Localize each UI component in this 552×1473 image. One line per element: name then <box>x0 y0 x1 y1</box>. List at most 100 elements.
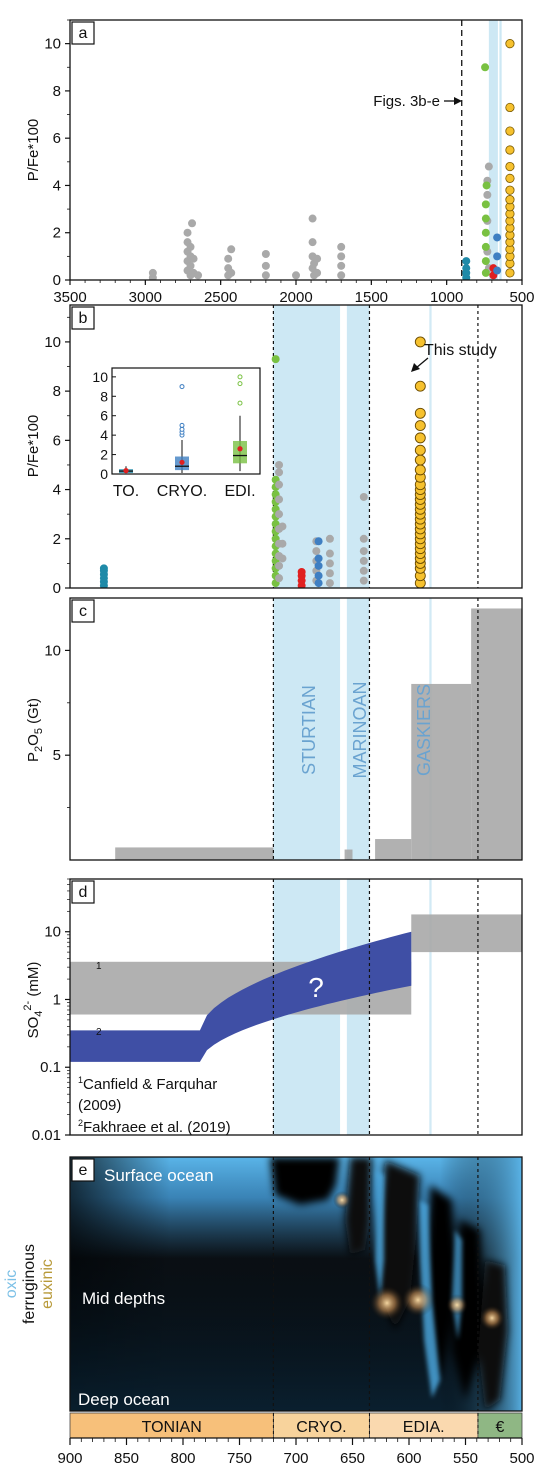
data-point-grey <box>325 534 334 543</box>
inset-category-label: TO. <box>113 483 139 500</box>
data-point-green <box>482 181 491 190</box>
panel-c-letter: c <box>79 603 87 620</box>
bar <box>344 849 353 860</box>
inset-y-tick-label: 4 <box>100 427 108 443</box>
data-point-green <box>481 242 490 251</box>
data-point-grey <box>278 539 287 548</box>
data-point-green <box>481 200 490 209</box>
x-tick-label: 800 <box>170 1450 195 1467</box>
data-point-grey <box>292 271 300 280</box>
data-point-orange <box>414 420 426 432</box>
y-tick-label: 1 <box>53 991 61 1008</box>
panel-d-frame <box>69 878 523 1136</box>
period-label: EDIA. <box>403 1419 445 1436</box>
label-surface-ocean: Surface ocean <box>104 1166 214 1185</box>
y-tick-label: 2 <box>53 225 61 242</box>
panel-a-letter: a <box>79 25 88 42</box>
period-label: CRYO. <box>296 1419 346 1436</box>
data-point-grey <box>325 569 334 578</box>
panel-a-glacial-bands <box>488 20 502 280</box>
x-tick-label: 500 <box>509 289 534 306</box>
data-point-orange <box>414 336 426 348</box>
x-tick-label: 3500 <box>53 289 86 306</box>
data-point-grey <box>278 554 287 563</box>
inset-y-tick-label: 0 <box>100 466 108 482</box>
data-point-grey <box>313 254 322 263</box>
panel-a-ylabel: P/Fe*100 <box>25 119 42 182</box>
legend-oxic: oxic <box>3 1270 20 1298</box>
data-point-grey <box>227 245 236 254</box>
label-gaskiers: GASKIERS <box>414 684 434 776</box>
bar <box>375 839 412 860</box>
panel-d-sulfate-band <box>70 931 412 1062</box>
x-tick-label: 850 <box>114 1450 139 1467</box>
label-marinoan: MARINOAN <box>350 681 370 778</box>
data-point-grey <box>275 480 284 489</box>
data-point-grey <box>186 261 195 270</box>
legend-ref-1-year: (2009) <box>78 1097 121 1114</box>
data-point-teal <box>462 264 471 273</box>
panel-d-letter: d <box>79 884 88 901</box>
data-point-orange <box>505 185 515 195</box>
y-tick-label: 4 <box>53 482 61 499</box>
data-point-grey <box>275 510 284 519</box>
inset-y-tick-label: 6 <box>100 408 108 424</box>
question-mark: ? <box>308 972 324 1003</box>
euxinic-glow <box>479 1305 505 1331</box>
x-tick-label: 3000 <box>129 289 162 306</box>
y-tick-label: 0 <box>53 272 61 289</box>
inset-outlier <box>179 384 185 390</box>
inset-y-tick-label: 10 <box>92 369 108 385</box>
x-tick-label: 750 <box>227 1450 252 1467</box>
inset-mean <box>237 446 243 452</box>
panel-c-letter-box <box>71 599 95 623</box>
data-point-blue <box>493 233 502 242</box>
panel-a-annotation-arrow <box>444 97 462 105</box>
data-point-grey <box>183 228 192 237</box>
x-tick-label: 650 <box>340 1450 365 1467</box>
label-deep-ocean: Deep ocean <box>78 1390 170 1409</box>
panel-d-boundary-lines <box>272 879 479 1135</box>
legend-ref-1: 1Canfield & Farquhar <box>78 1075 217 1093</box>
panel-b-data-points <box>99 336 426 588</box>
data-point-grey <box>359 534 368 543</box>
x-tick-label: 2500 <box>204 289 237 306</box>
panel-a-annotation: Figs. 3b-e <box>373 93 440 110</box>
glacial-band <box>429 879 432 1135</box>
data-point-green <box>481 268 490 277</box>
data-point-grey <box>275 561 284 570</box>
redox-euxinic-glows <box>333 1191 505 1331</box>
data-point-orange <box>414 454 426 466</box>
panel-b-ylabel: P/Fe*100 <box>25 415 42 478</box>
data-point-orange <box>414 464 426 476</box>
period-block <box>69 1412 274 1439</box>
data-point-grey <box>275 468 284 477</box>
x-tick-label: 500 <box>509 1450 534 1467</box>
data-point-grey <box>359 566 368 575</box>
inset-category-label: CRYO. <box>157 483 207 500</box>
period-label: € <box>496 1419 505 1436</box>
data-point-grey <box>325 559 334 568</box>
y-tick-label: 0 <box>53 580 61 597</box>
panel-d-ylabel: SO42- (mM) <box>22 962 45 1039</box>
y-tick-label: 6 <box>53 432 61 449</box>
data-point-grey <box>313 268 322 277</box>
panel-e-frame <box>69 1156 523 1412</box>
glacial-band <box>346 305 370 588</box>
legend-euxinic: euxinic <box>39 1259 56 1309</box>
panel-b-letter-box <box>71 306 95 330</box>
data-point-grey <box>224 254 233 263</box>
data-point-grey <box>186 242 195 251</box>
x-tick-label: 600 <box>396 1450 421 1467</box>
data-point-orange <box>414 407 426 419</box>
ref-2-mark: 2 <box>96 1027 102 1038</box>
data-point-orange <box>414 432 426 444</box>
panel-d-legend: 1Canfield & Farquhar (2009) 2Fakhraee et… <box>78 1075 231 1136</box>
